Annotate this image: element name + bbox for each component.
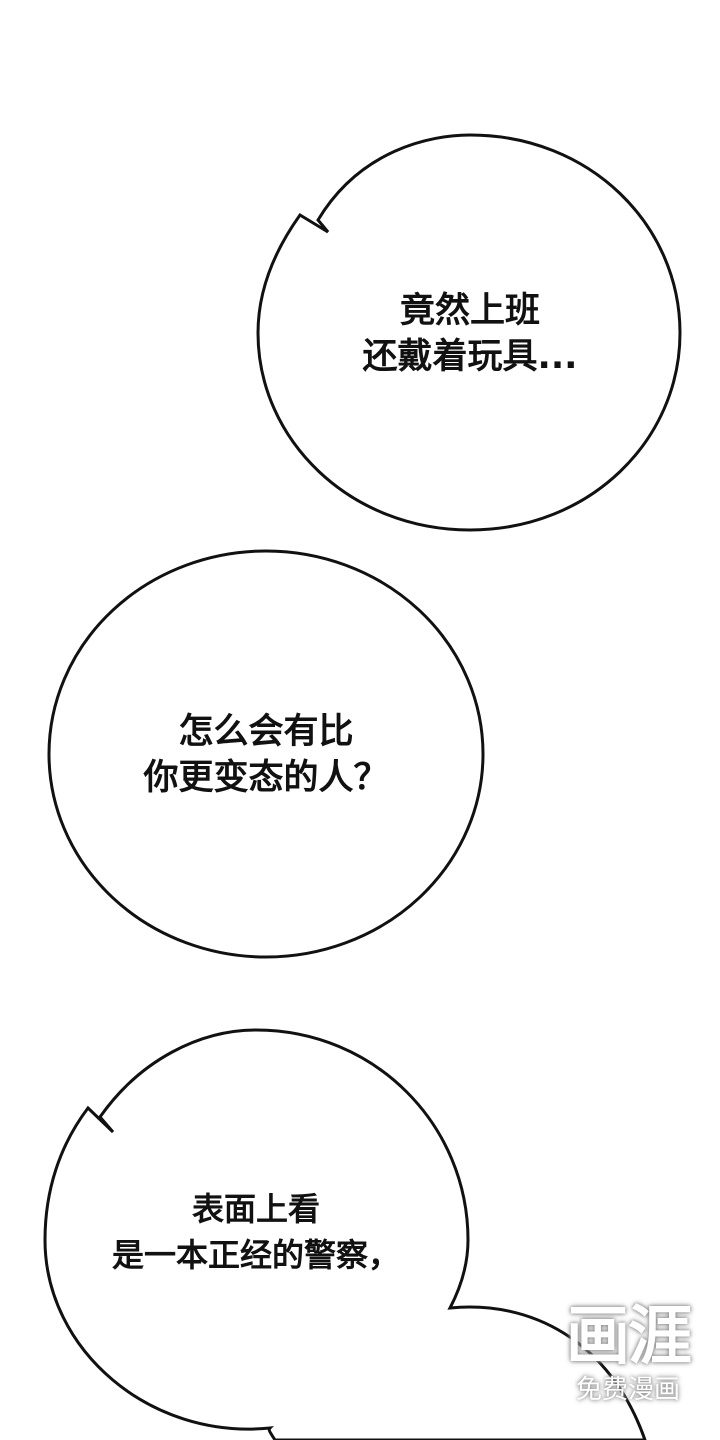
bubble-line: 是一本正经的警察， [111,1236,400,1274]
speech-bubble-1 [256,133,682,532]
bubble-line: 怎么会有比 [178,712,354,752]
speech-bubble-3 [43,1028,647,1440]
speech-bubble-2 [47,549,485,959]
watermark-tagline: 免费漫画 [575,1375,680,1405]
bubble-line: 竟然上班 [399,291,540,331]
bubble-1-text: 竟然上班 还戴着玩具... [290,288,650,380]
watermark-brand: 画涯 [566,1300,692,1374]
watermark-logo: 画涯 免费漫画 [548,1300,708,1406]
bubble-line: 你更变态的人？ [143,758,389,798]
bubble-2-text: 怎么会有比 你更变态的人？ [86,709,446,801]
bubble-line: 还戴着玩具... [362,337,578,377]
bubble-3-text: 表面上看 是一本正经的警察， [76,1186,436,1278]
bubble-line: 表面上看 [191,1190,320,1228]
